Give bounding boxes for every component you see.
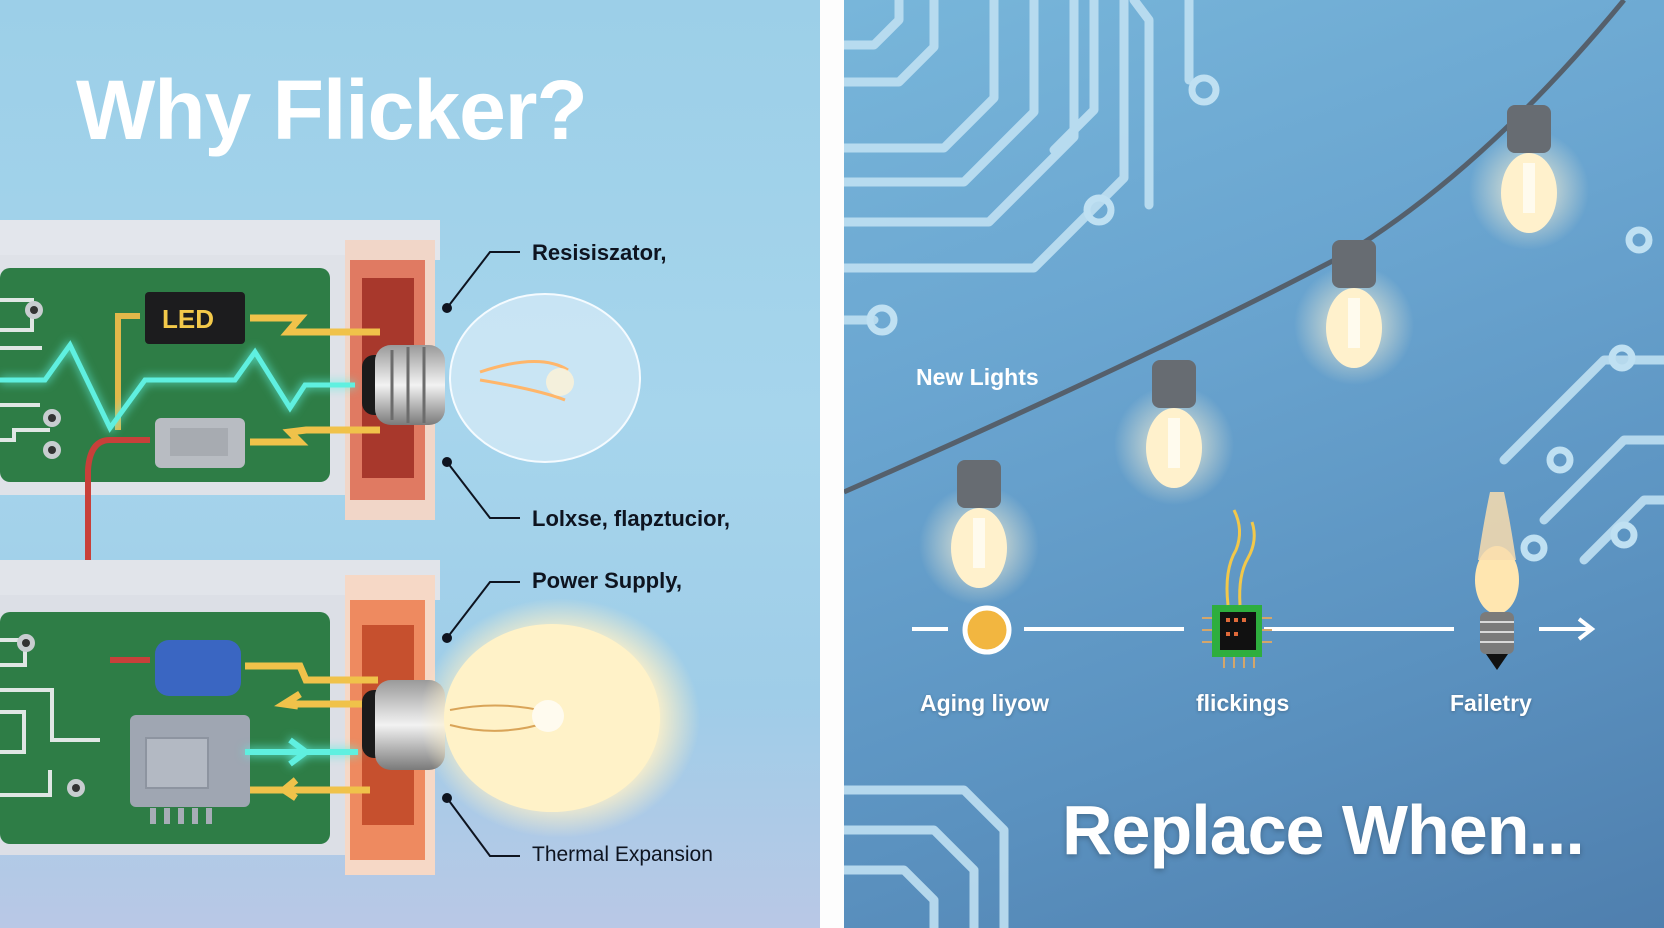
replacement-timeline — [912, 492, 1596, 670]
string-lights-illustration — [844, 0, 1664, 928]
why-flicker-title: Why Flicker? — [76, 63, 588, 157]
replace-when-title: Replace When... — [1062, 791, 1585, 869]
led-label: LED — [162, 304, 214, 334]
upper-bulb — [362, 293, 641, 463]
microchip-icon — [1202, 509, 1272, 668]
capacitor-component — [155, 640, 241, 696]
failing-bulb-icon — [1475, 492, 1519, 670]
circuit-illustration — [0, 220, 700, 875]
new-lights-label: New Lights — [916, 364, 1039, 390]
timeline-label-failure: Failetry — [1450, 690, 1532, 716]
flicker-signal-wave — [0, 340, 355, 433]
callout-resistor: Resisiszator, — [532, 240, 667, 265]
string-light-wire — [844, 0, 1626, 495]
timeline-label-flickering: flickings — [1196, 690, 1290, 716]
hanging-bulbs — [919, 105, 1589, 605]
lower-bulb-glowing — [362, 598, 700, 838]
callout-capacitor: Lolxse, flapztucior, — [532, 506, 731, 531]
circuit-trace-background — [844, 0, 1664, 928]
panel-divider — [820, 0, 844, 928]
led-component — [145, 292, 245, 344]
aging-dot-icon — [962, 605, 1012, 655]
callout-power-supply: Power Supply, — [532, 568, 682, 593]
callout-thermal-expansion: Thermal Expansion — [532, 843, 713, 866]
left-panel-why-flicker: Why Flicker? LED Resisiszator, Lolxse, f… — [0, 0, 820, 928]
callout-leader-lines — [442, 251, 520, 857]
trace-pads — [866, 74, 1653, 562]
arrow-right-icon — [1577, 617, 1596, 641]
right-panel-replace-when: New Lights Aging liyow flickings Failetr… — [844, 0, 1664, 928]
timeline-label-aging: Aging liyow — [920, 690, 1050, 716]
